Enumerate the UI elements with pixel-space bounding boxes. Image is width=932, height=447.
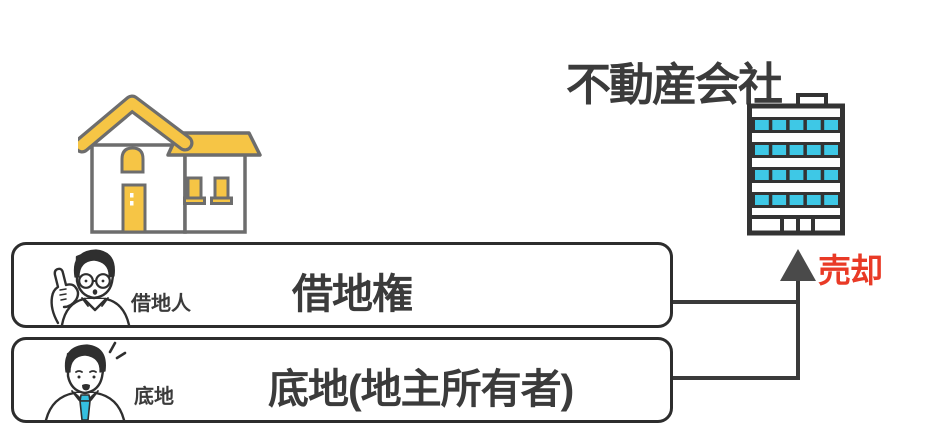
sale-label: 売却 (818, 252, 883, 289)
underlying-land-box: 底地 底地(地主所有者) (11, 337, 673, 423)
leaseholder-label: 借地人 (131, 293, 191, 315)
connector-top-line (673, 300, 800, 304)
leasehold-box: 借地人 借地権 (11, 242, 673, 328)
landowner-person-icon (44, 341, 127, 420)
house-icon (78, 94, 262, 234)
office-building-icon (747, 93, 845, 236)
leaseholder-person-icon (50, 249, 131, 325)
connector-bottom-line (673, 376, 800, 380)
up-arrow-icon (780, 249, 816, 281)
connector-vertical-line (796, 279, 800, 380)
page-title: 不動産会社 (566, 59, 783, 110)
landowner-label: 底地 (134, 386, 174, 408)
underlying-land-text: 底地(地主所有者) (268, 366, 574, 412)
leasehold-text: 借地権 (292, 271, 413, 317)
